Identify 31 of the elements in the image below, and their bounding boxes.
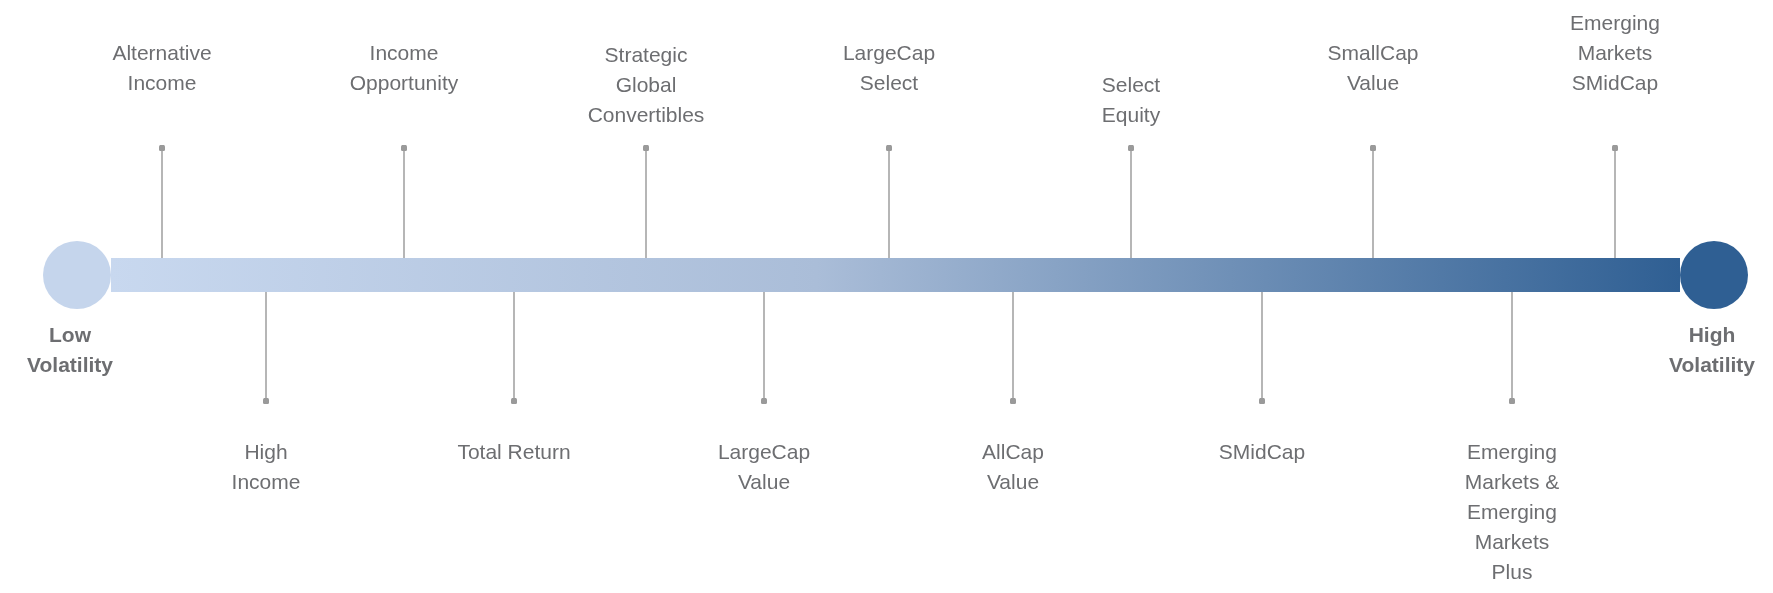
scale-end-circle	[1680, 241, 1748, 309]
leader-line	[1127, 144, 1135, 259]
scale-end-label: Low Volatility	[26, 322, 114, 378]
leader-line	[510, 291, 518, 405]
fund-label: Emerging Markets SMidCap	[1562, 8, 1668, 148]
fund-label: AllCap Value	[965, 401, 1061, 497]
leader-line	[1369, 144, 1377, 259]
fund-label: Income Opportunity	[336, 38, 472, 148]
leader-line	[158, 144, 166, 259]
leader-line	[262, 291, 270, 405]
fund-label: Select Equity	[1083, 70, 1179, 148]
fund-label: Total Return	[429, 401, 599, 467]
fund-label: Emerging Markets & Emerging Markets Plus	[1453, 401, 1571, 587]
leader-line	[400, 144, 408, 259]
volatility-scale-bar	[111, 258, 1680, 292]
scale-end-label: High Volatility	[1668, 322, 1756, 378]
fund-label: LargeCap Value	[706, 401, 822, 497]
fund-label: Strategic Global Convertibles	[573, 40, 719, 148]
leader-line	[885, 144, 893, 259]
fund-label: High Income	[218, 401, 314, 497]
fund-label: LargeCap Select	[831, 38, 947, 148]
leader-line	[642, 144, 650, 259]
leader-line	[1009, 291, 1017, 405]
fund-label: SMidCap	[1202, 401, 1322, 467]
leader-line	[1611, 144, 1619, 259]
fund-label: Alternative Income	[99, 38, 225, 148]
fund-label: SmallCap Value	[1315, 38, 1431, 148]
leader-line	[760, 291, 768, 405]
leader-line	[1258, 291, 1266, 405]
scale-end-circle	[43, 241, 111, 309]
leader-line	[1508, 291, 1516, 405]
